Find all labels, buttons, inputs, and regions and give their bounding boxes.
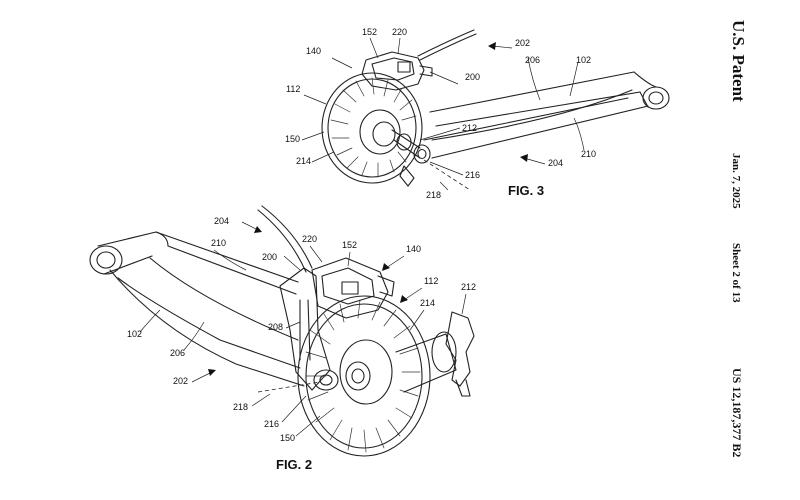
fig2-ref-152: 152 — [342, 240, 357, 250]
fig3-ref-140: 140 — [306, 46, 321, 56]
fig2-ref-200: 200 — [262, 252, 277, 262]
fig2-drawing — [89, 205, 475, 457]
fig2-ref-150: 150 — [280, 433, 295, 443]
fig3-ref-212: 212 — [462, 123, 477, 133]
patent-date: Jan. 7, 2025 — [730, 153, 742, 209]
fig2-ref-220: 220 — [302, 234, 317, 244]
fig2-ref-216: 216 — [264, 419, 279, 429]
fig3-ref-150: 150 — [285, 134, 300, 144]
fig2-labels: 204 220 152 140 210 200 112 214 212 208 … — [127, 216, 476, 472]
fig3-ref-152: 152 — [362, 27, 377, 37]
fig3-ref-202: 202 — [515, 38, 530, 48]
fig3-drawing — [321, 29, 670, 191]
fig3-labels: 152 220 202 140 206 102 200 112 212 150 … — [285, 27, 596, 200]
fig2-ref-206: 206 — [170, 348, 185, 358]
fig2-caption: FIG. 2 — [276, 457, 312, 472]
fig3-ref-112: 112 — [286, 84, 300, 94]
fig3-ref-220: 220 — [392, 27, 407, 37]
fig3-ref-218: 218 — [426, 190, 441, 200]
patent-sheet: Sheet 2 of 13 — [730, 243, 742, 303]
fig3-ref-210: 210 — [581, 149, 596, 159]
fig2-ref-214: 214 — [420, 298, 435, 308]
patent-number: US 12,187,377 B2 — [730, 368, 744, 457]
patent-title: U.S. Patent — [729, 20, 748, 102]
fig2-ref-210: 210 — [211, 238, 226, 248]
fig3-leaders — [301, 37, 585, 191]
fig2-ref-102: 102 — [127, 329, 142, 339]
fig2-ref-204: 204 — [214, 216, 229, 226]
fig3-ref-102: 102 — [576, 55, 591, 65]
patent-header: U.S. Patent Jan. 7, 2025 Sheet 2 of 13 U… — [729, 20, 748, 457]
fig2-ref-112: 112 — [424, 276, 438, 286]
fig2-ref-202: 202 — [173, 376, 188, 386]
fig3-caption: FIG. 3 — [508, 183, 544, 198]
fig2-ref-140: 140 — [406, 244, 421, 254]
fig3-ref-204: 204 — [548, 158, 563, 168]
fig2-ref-212: 212 — [461, 282, 476, 292]
fig2-ref-208: 208 — [268, 322, 283, 332]
fig3-ref-216: 216 — [465, 170, 480, 180]
fig2-ref-218: 218 — [233, 402, 248, 412]
fig3-ref-206: 206 — [525, 55, 540, 65]
fig3-ref-200: 200 — [465, 72, 480, 82]
fig3-ref-214: 214 — [296, 156, 311, 166]
fig2-leaders — [139, 221, 467, 437]
